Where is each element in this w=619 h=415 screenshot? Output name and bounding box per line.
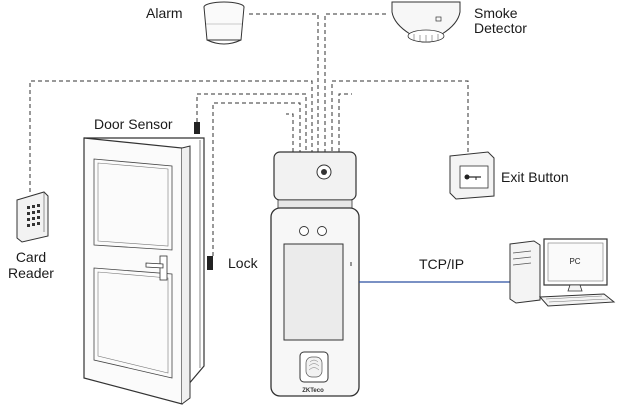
brand-logo: ZKTeco bbox=[302, 388, 324, 394]
door-sensor-label: Door Sensor bbox=[94, 116, 173, 132]
alarm-wire bbox=[249, 13, 319, 152]
exit-button-icon bbox=[449, 151, 495, 200]
terminal-wire-2 bbox=[338, 93, 352, 152]
lock-label: Lock bbox=[228, 255, 258, 271]
smoke-detector-wire bbox=[324, 13, 386, 152]
smoke-detector-label-line1: Smoke bbox=[474, 5, 518, 21]
card-reader-icon bbox=[16, 191, 49, 243]
door-icon bbox=[83, 137, 205, 405]
alarm-label: Alarm bbox=[146, 5, 183, 21]
door-sensor-icon bbox=[194, 122, 200, 134]
pc-icon: PC bbox=[509, 238, 616, 307]
smoke-detector-icon bbox=[391, 1, 461, 43]
alarm-icon bbox=[203, 1, 245, 45]
lock-icon bbox=[207, 256, 213, 270]
exit-button-label: Exit Button bbox=[501, 169, 569, 185]
wiring-lines bbox=[29, 13, 469, 256]
door-sensor-wire bbox=[196, 93, 307, 152]
terminal-wire-1 bbox=[286, 113, 294, 152]
lock-wire bbox=[212, 102, 301, 256]
card-reader-label-line2: Reader bbox=[8, 265, 54, 281]
tcp-ip-label: TCP/IP bbox=[419, 256, 465, 272]
terminal-screen bbox=[283, 243, 344, 341]
terminal-device: ZKTeco bbox=[270, 151, 360, 397]
card-reader-wire bbox=[29, 80, 313, 192]
pc-screen-label: PC bbox=[569, 257, 580, 266]
exit-button-wire bbox=[331, 80, 469, 152]
camera-module bbox=[273, 151, 357, 201]
smoke-detector-label-line2: Detector bbox=[474, 20, 527, 36]
card-reader-label-line1: Card bbox=[15, 249, 47, 265]
